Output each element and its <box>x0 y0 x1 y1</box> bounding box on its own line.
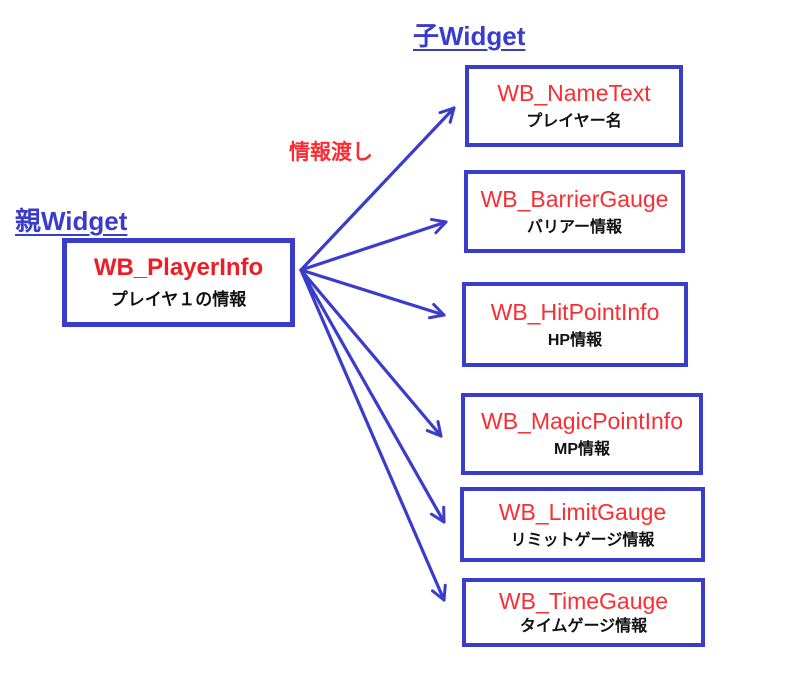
arrow-parent-to-limitgauge <box>299 268 446 524</box>
parent-widget-title: WB_PlayerInfo <box>93 254 264 282</box>
child-widget-caption: プレイヤー名 <box>526 113 622 131</box>
parent-widget-caption: プレイヤ１の情報 <box>110 289 247 309</box>
child-widget-caption: MP情報 <box>553 441 610 459</box>
child-widget-box-magicpointinfo: WB_MagicPointInfo MP情報 <box>461 393 703 475</box>
child-widget-caption: バリアー情報 <box>526 218 623 236</box>
arrow-parent-to-timegauge <box>299 268 447 602</box>
child-widget-box-hitpointinfo: WB_HitPointInfo HP情報 <box>462 282 688 367</box>
arrow-parent-to-magicpointinfo <box>299 268 443 438</box>
parent-widget-box: WB_PlayerInfo プレイヤ１の情報 <box>62 238 295 327</box>
arrow-parent-to-nametext <box>299 106 456 272</box>
child-widget-title: WB_NameText <box>497 80 651 107</box>
child-widget-title: WB_BarrierGauge <box>480 185 669 212</box>
child-widget-caption: HP情報 <box>547 331 603 349</box>
arrow-parent-to-barriergauge <box>299 217 448 272</box>
child-widget-box-barriergauge: WB_BarrierGauge バリアー情報 <box>464 170 685 253</box>
child-widget-title: WB_HitPointInfo <box>490 298 660 325</box>
arrow-parent-to-hitpointinfo <box>299 268 446 320</box>
child-widget-box-nametext: WB_NameText プレイヤー名 <box>465 65 683 147</box>
transfer-label: 情報渡し <box>289 141 373 164</box>
child-widget-title: WB_TimeGauge <box>498 588 669 615</box>
parent-widget-heading: 親Widget <box>15 206 128 236</box>
child-widget-caption: リミットゲージ情報 <box>510 531 655 549</box>
child-widget-box-timegauge: WB_TimeGauge タイムゲージ情報 <box>462 578 705 647</box>
child-widget-heading: 子Widget <box>413 21 526 51</box>
child-widget-title: WB_MagicPointInfo <box>481 408 683 435</box>
child-widget-title: WB_LimitGauge <box>498 498 667 525</box>
child-widget-box-limitgauge: WB_LimitGauge リミットゲージ情報 <box>460 487 705 562</box>
child-widget-caption: タイムゲージ情報 <box>519 618 648 636</box>
